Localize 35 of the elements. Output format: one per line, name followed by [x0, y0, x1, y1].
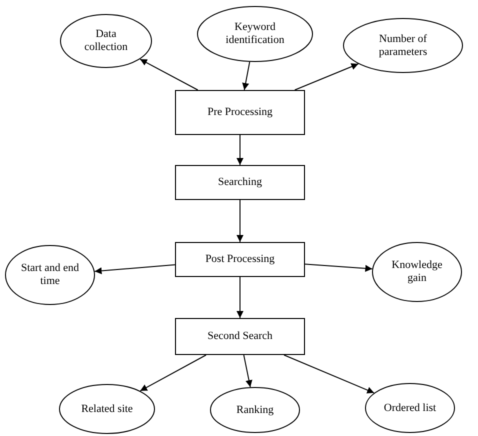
node-label: Number of parameters — [378, 32, 428, 58]
ellipse-node — [343, 18, 463, 73]
ellipse-node — [365, 383, 455, 433]
process-box — [175, 318, 305, 355]
node-label: Related site — [81, 402, 133, 416]
process-box — [175, 242, 305, 277]
node-label: Knowledge gain — [390, 259, 444, 285]
node-label: Post Processing — [205, 253, 275, 266]
process-box — [175, 90, 305, 135]
node-label: Start and end time — [20, 262, 80, 288]
ellipse-node — [372, 242, 462, 302]
node-label: Ranking — [236, 404, 274, 416]
node-label: Data collection — [83, 28, 129, 54]
node-label: Searching — [218, 176, 262, 189]
arrow — [236, 134, 244, 166]
ellipse-node — [210, 387, 300, 433]
ellipse-node — [5, 245, 95, 305]
node-label: Second Search — [207, 330, 273, 343]
arrow — [242, 61, 250, 90]
arrow — [140, 354, 207, 392]
ellipse-node — [60, 14, 152, 68]
ellipse-node — [59, 384, 155, 434]
arrow — [236, 200, 244, 242]
arrow — [283, 354, 375, 394]
ellipse-node — [197, 6, 313, 62]
node-label: Ordered list — [384, 402, 436, 414]
arrow — [140, 58, 198, 90]
arrow — [304, 264, 373, 272]
arrow — [236, 276, 244, 318]
node-label: Pre Processing — [207, 106, 273, 119]
arrow — [294, 63, 359, 90]
node-label: Keyword identification — [224, 21, 286, 47]
arrow — [243, 354, 252, 388]
process-box — [175, 165, 305, 200]
arrow — [94, 264, 176, 274]
